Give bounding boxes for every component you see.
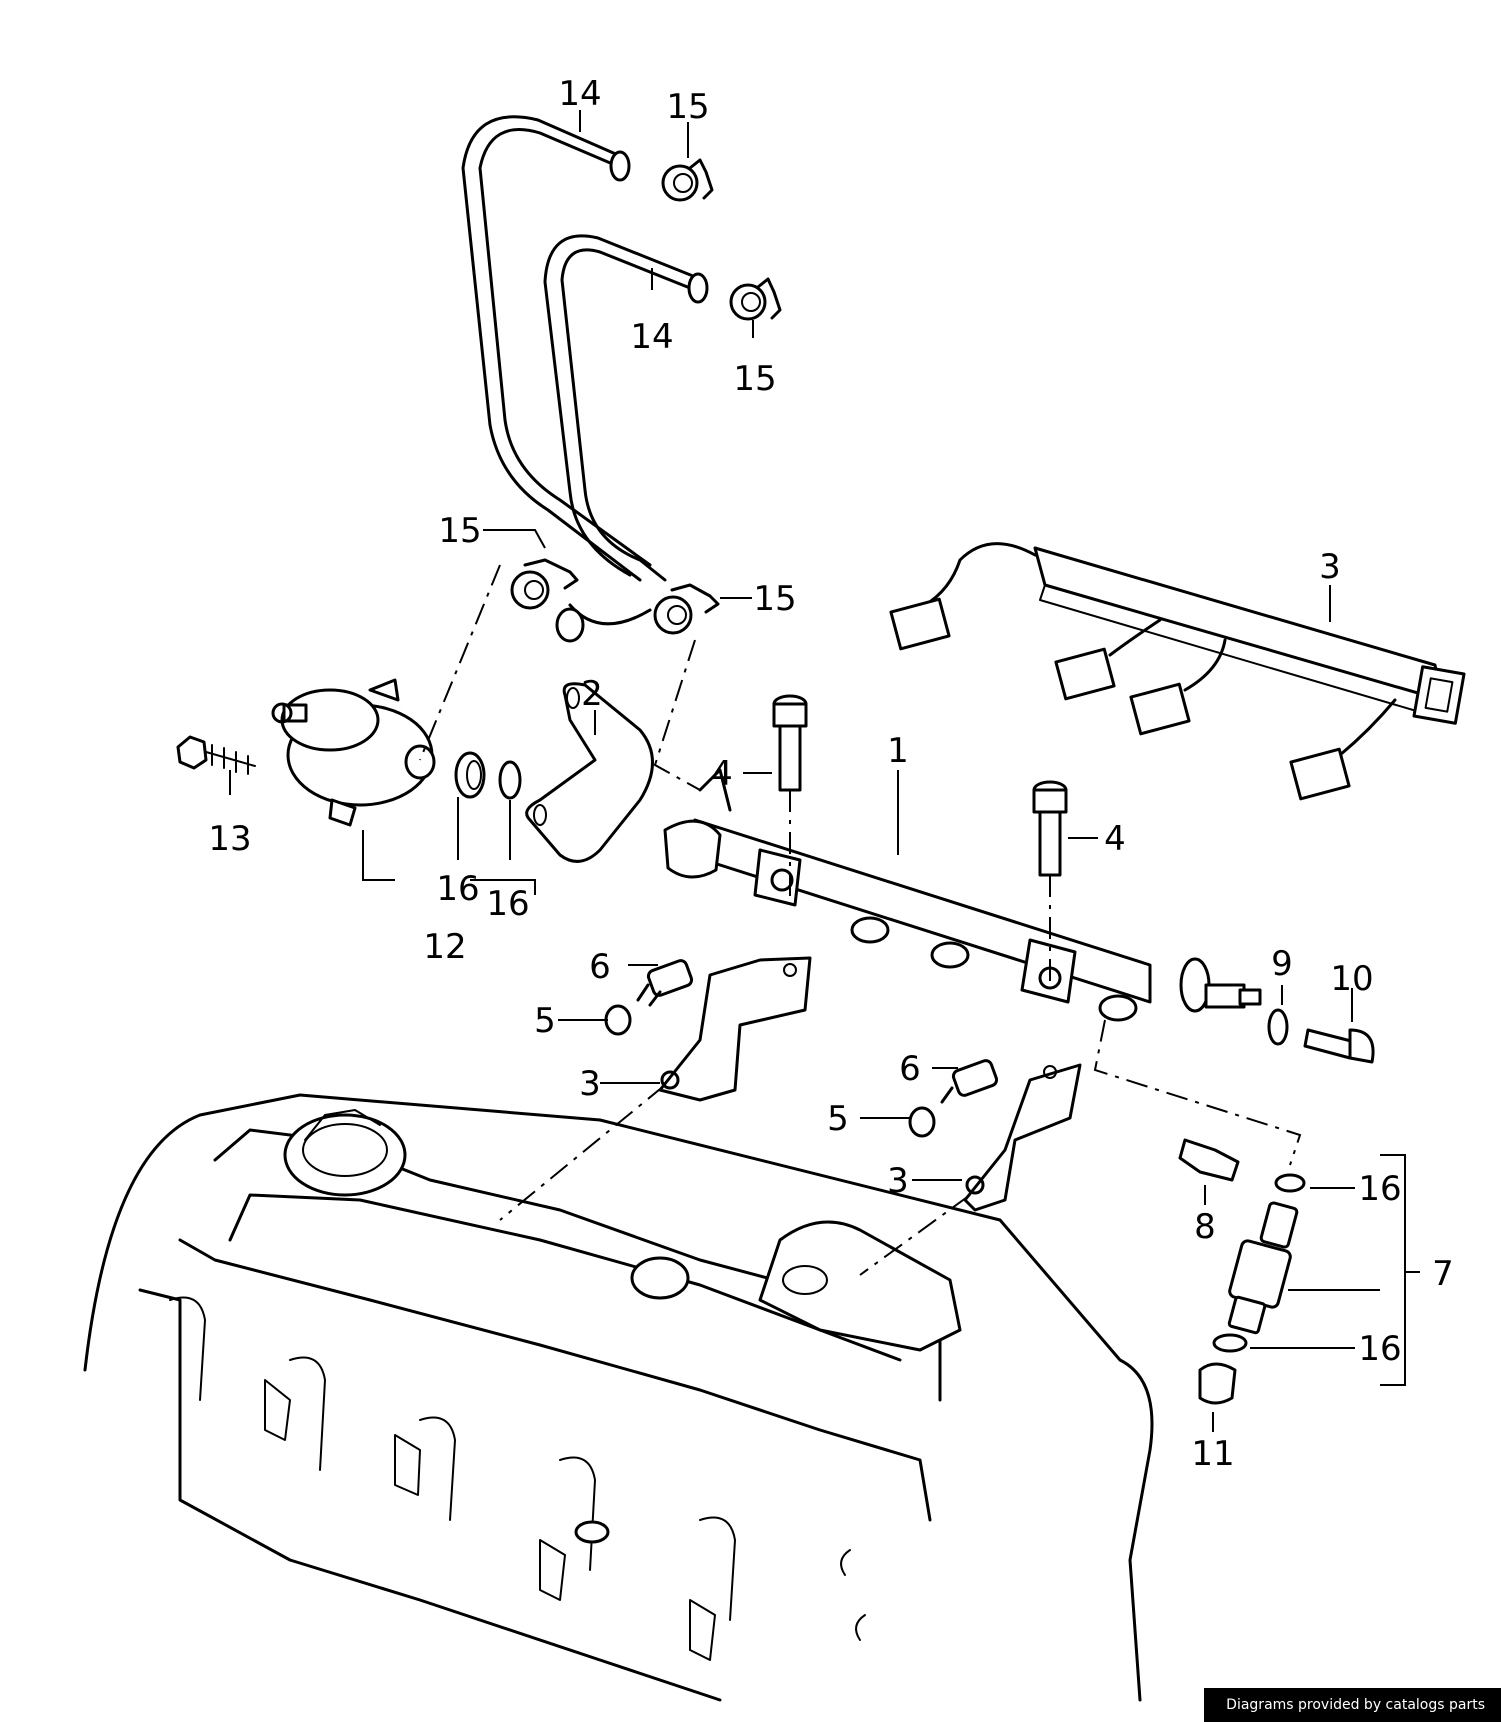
engine-cylinder-head [83,1093,1154,1702]
callout-8-clip: 8 [1194,1207,1216,1247]
callout-16-o-ring-right: 16 [486,884,529,924]
callout-11-cap: 11 [1191,1434,1234,1474]
screw-6-right [940,1059,999,1104]
callout-15-top: 15 [666,87,709,127]
callout-6-right-screw: 6 [899,1049,921,1089]
callout-15-left-clamp: 15 [438,511,481,551]
hose-clamp-1 [661,158,714,202]
bolt-4-left [772,694,808,792]
bolt-4-right [1032,780,1068,877]
seal-9 [1267,1008,1289,1046]
fuel-rail [663,768,1262,1022]
cap-11 [1198,1362,1237,1405]
injector [1227,1201,1299,1335]
fuel-pressure-regulator [271,678,436,827]
callout-3-right-bracket: 3 [887,1161,909,1201]
hose-clamp-4 [653,583,720,635]
watermark-credit: Diagrams provided by catalogs parts [1204,1688,1501,1722]
callout-2-bracket: 2 [581,674,603,714]
wiring-harness [889,542,1466,801]
bolt-10 [1303,1028,1375,1064]
callout-9-seal: 9 [1271,944,1293,984]
callout-16-lower-injector: 16 [1358,1329,1401,1369]
callout-15-second: 15 [733,359,776,399]
o-ring-pair [454,751,522,800]
callout-16-o-ring-left: 16 [436,869,479,909]
callout-4-left-bolt: 4 [711,754,733,794]
hose-clamp-2 [729,277,782,321]
callout-10-bolt: 10 [1330,959,1373,999]
bracket-3-left [658,956,812,1102]
callout-5-right-washer: 5 [827,1099,849,1139]
hose-clamp-3 [510,558,579,610]
o-ring-16-lower [1212,1333,1248,1353]
callout-5-left-washer: 5 [534,1001,556,1041]
callout-15-right-clamp: 15 [753,579,796,619]
callout-13-screw: 13 [208,819,251,859]
callout-labels: 14 15 14 15 15 15 3 2 4 1 4 13 16 16 12 … [208,74,1453,1474]
callout-12-regulator: 12 [423,927,466,967]
callout-14-lower: 14 [630,317,673,357]
washer-5-right [908,1106,936,1138]
clip-8 [1178,1138,1240,1182]
callout-3-left-bracket: 3 [579,1064,601,1104]
callout-6-left-screw: 6 [589,947,611,987]
callout-16-upper-injector: 16 [1358,1169,1401,1209]
leader-lines [229,110,1420,1432]
callout-4-right-bolt: 4 [1104,819,1126,859]
washer-5-left [604,1004,632,1036]
bracket-2 [525,682,654,863]
hose-upper [461,115,652,582]
alignment-lines [419,564,1302,1276]
callout-3-harness: 3 [1319,547,1341,587]
bracket-3-right [963,1063,1082,1212]
callout-1-fuel-rail: 1 [887,731,909,771]
o-ring-16-upper [1274,1173,1306,1193]
screw-13 [176,735,256,775]
callout-14-upper: 14 [558,74,601,114]
hose-lower [543,234,709,643]
screw-6-left [636,959,694,1007]
callout-7-injector-assembly: 7 [1432,1254,1454,1294]
